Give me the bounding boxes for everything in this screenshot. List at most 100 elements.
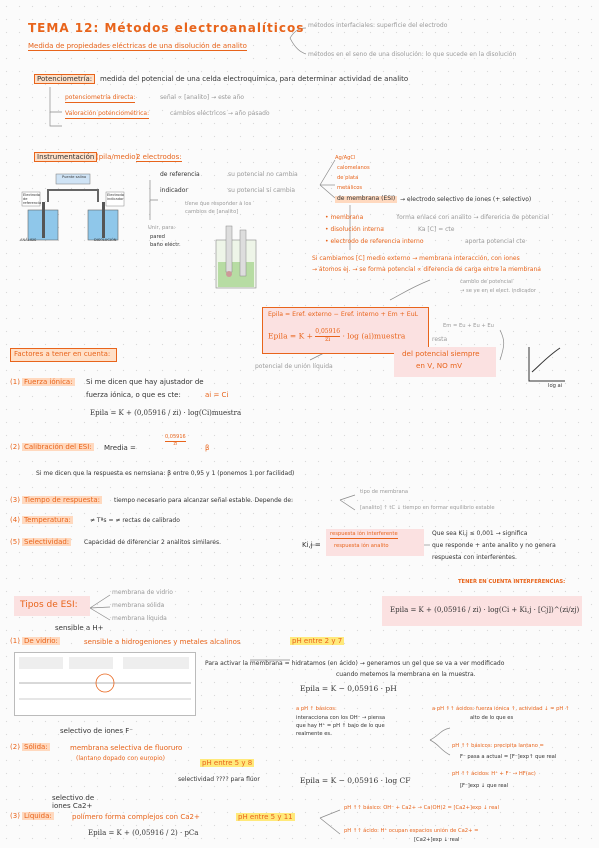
f2-text: Mredia =: [104, 444, 136, 452]
f5-title: Selectividad:: [22, 538, 72, 547]
f5-k: Ki,j =: [302, 541, 321, 549]
text-unir: Unir, para:: [148, 225, 176, 231]
f1-text-2: fuerza iónica, o que es cte:: [86, 391, 181, 399]
text-union: potencial de unión líquida: [255, 363, 333, 370]
f5-q3: respuesta con interferentes.: [432, 554, 517, 561]
f5-k1: respuesta ión interferente: [330, 531, 398, 539]
v-sens: sensible a H+: [55, 624, 104, 632]
text-tener: tiene que responder a los: [185, 201, 252, 207]
label-tipos: Tipos de ESI:: [20, 600, 78, 610]
s-c1: pH ↑↑ ácidos: H⁺ + F⁻ → HF(ac): [452, 771, 536, 777]
text-bano: baño eléctr.: [150, 242, 181, 248]
bullet-1: • membrana: [325, 214, 364, 221]
f2-num: (2): [10, 443, 20, 451]
f4-text: ≠ Tªs = ≠ rectas de calibrado: [90, 517, 180, 524]
label-valoracion: Valoración potenciométrica:: [65, 110, 150, 119]
f2-nernst: Si me dicen que la respuesta es nernsian…: [36, 470, 295, 477]
prom-box: [394, 347, 496, 377]
s-b2: F⁻ pasa a actual = [F⁻]exp↑ que real: [460, 754, 557, 760]
interf-equation: Epila = K + (0,05916 / zi) · log(Ci + Ki…: [390, 606, 580, 614]
f3-dep-2: [analito] ↑ tC ↓ tiempo en formar equili…: [360, 505, 495, 511]
fig-puente-label: Puente salino: [62, 175, 87, 179]
f5-q2: que responde + ante analito y no genera: [432, 542, 556, 549]
page-subtitle: Medida de propiedades eléctricas de una …: [28, 42, 247, 52]
tipo-2: membrana sólida: [112, 602, 165, 609]
note-interfaciales: métodos interfaciales: superficie del el…: [308, 22, 448, 29]
text-cambiamos: Si cambiamos [C] medio externo → membran…: [312, 255, 520, 262]
text-pared: pared: [150, 234, 165, 240]
f5-num: (5): [10, 538, 20, 546]
f3-text: tiempo necesario para alcanzar señal est…: [114, 497, 294, 504]
factores-box: [10, 348, 117, 362]
bullet-1-text: forma enlace con analito → diferencia de…: [397, 214, 550, 221]
opt-4: metálicos: [337, 185, 363, 191]
s-sel: selectividad ???? para flúor: [178, 776, 260, 783]
epila-box: [262, 307, 429, 354]
text-membrana-esi: → electrodo selectivo de iones (+ select…: [400, 196, 532, 203]
l-c2: [Ca2+]exp ↓ real: [414, 837, 460, 843]
label-pot-directa: potenciometría directa:: [65, 94, 136, 103]
s-title: Sólida:: [22, 743, 50, 752]
text-prom-2: en V, NO mV: [416, 361, 462, 370]
v-acid-4: realmente es.: [296, 731, 332, 737]
esi-drawing: [215, 225, 257, 289]
text-ref: su potencial no cambia: [228, 171, 298, 178]
note-seno: métodos en el seno de una disolución: lo…: [308, 51, 517, 58]
l-text: polímero forma complejos con Ca2+: [72, 813, 200, 821]
l-equation: Epila = K + (0,05916 / 2) · pCa: [88, 829, 199, 837]
tipo-1: membrana de vidrio: [112, 589, 173, 596]
v-num: (1): [10, 637, 20, 645]
v-ph: pH entre 2 y 7: [290, 637, 345, 646]
text-prom: del potencial siempre: [402, 349, 480, 358]
interf-box: [382, 596, 582, 626]
label-ind: indicador: [160, 187, 188, 194]
text-tener-2: cambios de [analito]: [185, 209, 239, 215]
v-base-2: alto de lo que es: [470, 715, 514, 721]
cell-drawing: [21, 173, 125, 241]
s-equation: Epila = K − 0,05916 · log CF: [300, 776, 411, 785]
l-sens: selectivo de iones Ca2+: [52, 794, 95, 811]
text-valoracion: cambios eléctricos → año pasado: [170, 110, 270, 117]
text-atomos: → átomos ej. → se forma potencial ∝ dife…: [312, 266, 541, 273]
bullet-3: • electrodo de referencia interno: [325, 238, 424, 245]
text-cambio: cambio de potencial: [460, 279, 513, 285]
v-para-1: Para activar la membrana = hidratamos (e…: [205, 660, 505, 667]
v-para-2: cuando metemos la membrana en la muestra…: [336, 671, 476, 678]
ki-box: [326, 529, 424, 556]
f1-num: (1): [10, 378, 20, 386]
fig-ind-label: Electrodo indicador: [107, 193, 124, 202]
l-b1: pH ↑↑ básico: OH⁻ + Ca2+ → Ca(OH)2 = [Ca…: [344, 805, 499, 811]
f1-equation: Epila = K + (0,05916 / zi) · log(Ci)mues…: [90, 409, 242, 417]
bullet-3-text: aporta potencial cte: [465, 238, 526, 245]
esi-illustration: [196, 222, 268, 300]
fig-b-label: DISOLUCIÓN: [94, 238, 117, 242]
cell-illustration: Electrodo de referencia Electrodo indica…: [18, 172, 128, 244]
axis-log-label: log ai: [548, 383, 563, 389]
text-em: Em = Eu + Eu + Eu: [443, 323, 494, 329]
s-c2: [F⁻]exp ↓ que real: [460, 783, 509, 789]
vidrio-diagram: [14, 652, 196, 716]
v-base: a pH ↑↑ ácidos: fuerza iónica ↑, activid…: [432, 706, 570, 712]
v-equation: Epila = K − 0,05916 · pH: [300, 684, 397, 693]
f3-dep-1: tipo de membrana: [360, 489, 409, 495]
s-b1: pH ↑↑ básicos: precipita lantano =: [452, 743, 544, 749]
f5-k2: respuesta ión analito: [334, 543, 389, 549]
f2-fraction: 0,05916 zi: [165, 434, 186, 447]
label-membrana-esi: de membrana (ESI): [335, 195, 398, 203]
f3-title: Tiempo de respuesta:: [22, 496, 102, 505]
l-ph: pH entre 5 y 11: [236, 813, 295, 822]
v-text: sensible a hidrogeniones y metales alcal…: [84, 638, 241, 646]
l-title: Líquida:: [22, 812, 54, 821]
epila-eq-1: Epila = Eref. externo − Eref. interno + …: [268, 311, 419, 318]
text-pot-directa: señal ∝ [analito] → este año: [160, 94, 245, 101]
bullet-2-text: Ka [C] = cte: [418, 226, 455, 233]
f3-num: (3): [10, 496, 20, 504]
f1-text-3: ai = Ci: [205, 391, 229, 399]
text-potenciometria: medida del potencial de una celda electr…: [100, 75, 409, 83]
text-resta: resta: [432, 336, 448, 343]
fig-a-label: ANÁLISIS: [20, 238, 37, 242]
v-acid-3: que hay H⁺ = pH ↑ bajo de lo que: [296, 723, 385, 729]
f2-title: Calibración del ESI:: [22, 443, 94, 452]
f2-beta: β: [205, 444, 210, 452]
page-title: TEMA 12: Métodos electroanalíticos: [28, 21, 305, 35]
